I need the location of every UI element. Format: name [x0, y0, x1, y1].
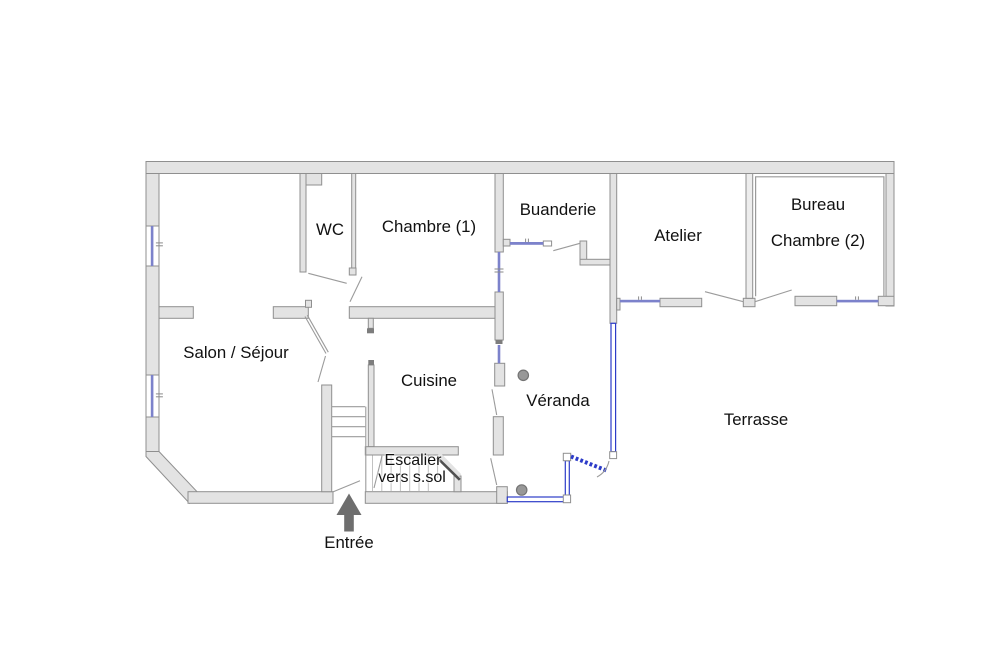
buanderie-window-endcap [542, 240, 553, 247]
salon-door-leaf [304, 314, 329, 354]
cap-cuisine-stub [367, 328, 374, 334]
wall-bureau-bottom [794, 295, 838, 307]
swing-buanderie-door [553, 242, 581, 252]
swing-entrance-2 [373, 455, 383, 489]
wall-mid-4 [492, 416, 504, 456]
veranda-south-glass [506, 496, 568, 503]
swing-atelier-door-right [754, 289, 792, 303]
outer-wall-bottom-mid [364, 491, 508, 504]
wall-wc-chambre-foot [348, 267, 357, 276]
wall-cuisine-left [367, 364, 375, 448]
wall-caps [367, 328, 503, 365]
cap-cuisine-left [368, 360, 374, 365]
veranda-door-arc [596, 460, 610, 478]
swing-wc-door [308, 272, 347, 284]
room-label-veranda: Véranda [526, 391, 590, 410]
wall-atelier-bureau [745, 173, 754, 299]
room-label-chambre2: Chambre (2) [770, 231, 866, 250]
wall-salon-stub-right [272, 306, 309, 319]
wall-salon-stub-left [158, 306, 194, 319]
swing-chambre1-door [349, 276, 363, 302]
wall-hallway [321, 384, 333, 493]
wall-atelier-bottom [659, 297, 703, 308]
mid-window-2-glass [497, 345, 501, 364]
room-label-chambre1: Chambre (1) [381, 217, 477, 236]
wall-door-tab [305, 299, 312, 308]
bureau-window-glass [836, 299, 879, 303]
veranda-corner-top [562, 452, 572, 462]
stairs-down [372, 455, 439, 492]
wall-buanderie-atelier [609, 173, 618, 324]
room-label-atelier: Atelier [654, 226, 702, 245]
swing-cuisine-door [491, 389, 498, 416]
stair-diagonal-wall [436, 456, 461, 481]
window-boxes [145, 225, 553, 418]
veranda-open-door [570, 454, 608, 473]
stair-diagonal-fill [436, 452, 462, 478]
veranda-posts [515, 369, 530, 496]
veranda-east-glass [610, 322, 617, 453]
buanderie-window-glass [510, 242, 544, 245]
veranda-post-1 [517, 369, 530, 382]
veranda-post-2 [515, 484, 528, 496]
outer-wall-right [885, 173, 895, 307]
veranda-vert-glass [564, 460, 570, 497]
room-label-salon: Salon / Séjour [183, 343, 289, 362]
wall-bureau-corner [877, 295, 895, 307]
stairs-label-line2: vers s.sol [378, 469, 446, 486]
door-swings [308, 242, 792, 493]
outer-wall-bottom-left [187, 491, 334, 504]
outer-wall-top [145, 161, 895, 174]
room-label-bureau: Bureau [790, 195, 846, 214]
swing-atelier-door-left [704, 291, 744, 303]
stairs-up [331, 406, 367, 492]
cap-mid-2 [495, 340, 503, 344]
veranda-corner-bottom [562, 494, 572, 504]
atelier-window-glass [620, 299, 660, 303]
window-ticks [155, 238, 859, 398]
swing-veranda-door [490, 458, 498, 486]
wall-mid-1 [494, 173, 504, 253]
wall-salon-wc [299, 173, 307, 273]
wall-mid-3 [494, 362, 506, 387]
window-left-2-glass [150, 375, 154, 417]
entrance-arrow [336, 493, 362, 532]
window-left-1-glass [150, 226, 154, 266]
window-lines [150, 226, 879, 417]
entrance-label: Entrée [324, 533, 374, 552]
bureau-inner-outline [755, 176, 885, 297]
room-label-wc: WC [316, 220, 344, 239]
swing-entrance-1 [333, 480, 361, 493]
wall-wc-notch [305, 173, 323, 186]
wall-cuisine-stub [367, 317, 374, 329]
veranda-glass [506, 322, 618, 504]
wall-atelier-door-stop [742, 297, 756, 308]
room-label-terrasse: Terrasse [723, 410, 789, 429]
swing-salon-arc [317, 355, 327, 383]
wall-bedroom-bottom [348, 306, 498, 319]
room-label-buanderie: Buanderie [519, 200, 597, 219]
room-label-cuisine: Cuisine [401, 371, 457, 390]
stairs-label-line1: Escalier [384, 452, 442, 469]
wall-buanderie-L-horiz [579, 258, 611, 266]
wall-atelier-stub [616, 297, 621, 311]
wall-mid-2 [494, 291, 504, 341]
wall-mid-5 [496, 486, 508, 504]
veranda-east-cap [609, 451, 618, 460]
wall-mid-tab [502, 238, 511, 247]
wall-wc-chambre [351, 173, 357, 269]
